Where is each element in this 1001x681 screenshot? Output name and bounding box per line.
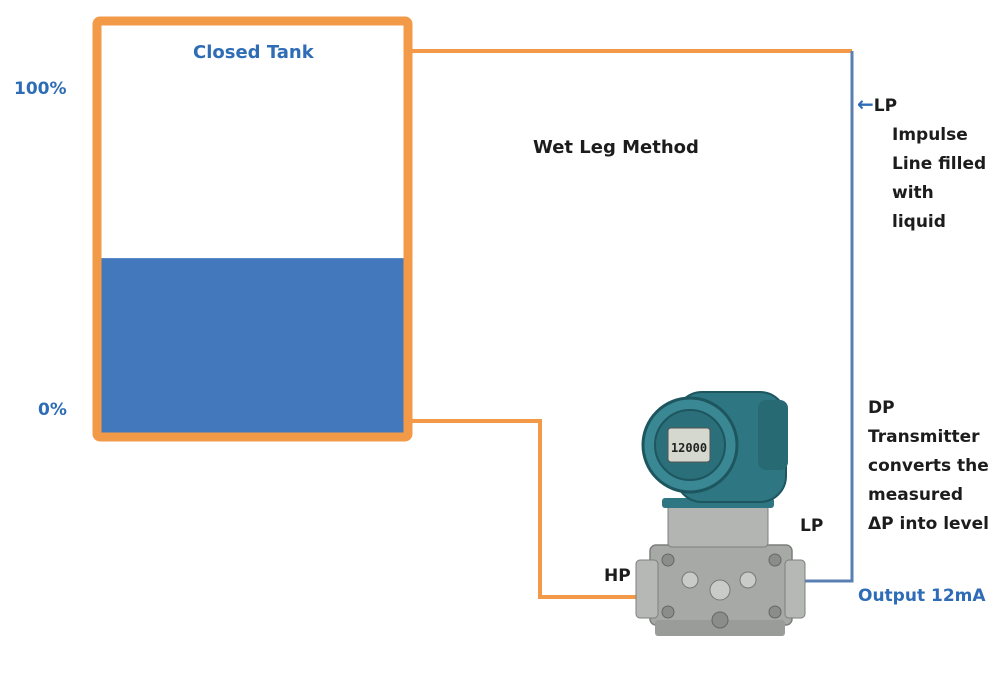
method-title: Wet Leg Method bbox=[533, 137, 699, 158]
level-100-label: 100% bbox=[14, 79, 67, 99]
transmitter-display: 12000 bbox=[671, 441, 707, 455]
transmitter-note-line: measured bbox=[868, 485, 964, 505]
lp-note-line: with bbox=[892, 183, 934, 203]
lp-impulse-note: ←LP Impulse Line filled with liquid bbox=[857, 90, 986, 237]
tank-liquid bbox=[97, 258, 405, 434]
lp-note-line: liquid bbox=[892, 212, 946, 232]
lp-impulse-line bbox=[792, 51, 854, 583]
dp-transmitter: 12000 bbox=[635, 391, 806, 636]
lp-note-line: Line filled bbox=[892, 154, 987, 174]
hp-port-label: HP bbox=[604, 566, 631, 586]
left-arrow-icon: ← bbox=[857, 92, 874, 116]
hp-impulse-line bbox=[412, 419, 640, 599]
lp-port-label: LP bbox=[800, 516, 824, 536]
closed-tank bbox=[92, 16, 413, 442]
tank-title: Closed Tank bbox=[193, 42, 314, 63]
lp-note-line: LP bbox=[873, 96, 898, 116]
transmitter-note-line: converts the bbox=[868, 456, 989, 476]
transmitter-note-line: DP bbox=[868, 398, 895, 418]
transmitter-note-line: Transmitter bbox=[868, 427, 980, 447]
output-label: Output 12mA bbox=[858, 586, 986, 606]
level-0-label: 0% bbox=[38, 400, 67, 420]
transmitter-note-line: ΔP into level bbox=[868, 514, 989, 534]
lp-note-line: Impulse bbox=[892, 125, 968, 145]
transmitter-note: DP Transmitter converts the measured ΔP … bbox=[868, 394, 989, 539]
